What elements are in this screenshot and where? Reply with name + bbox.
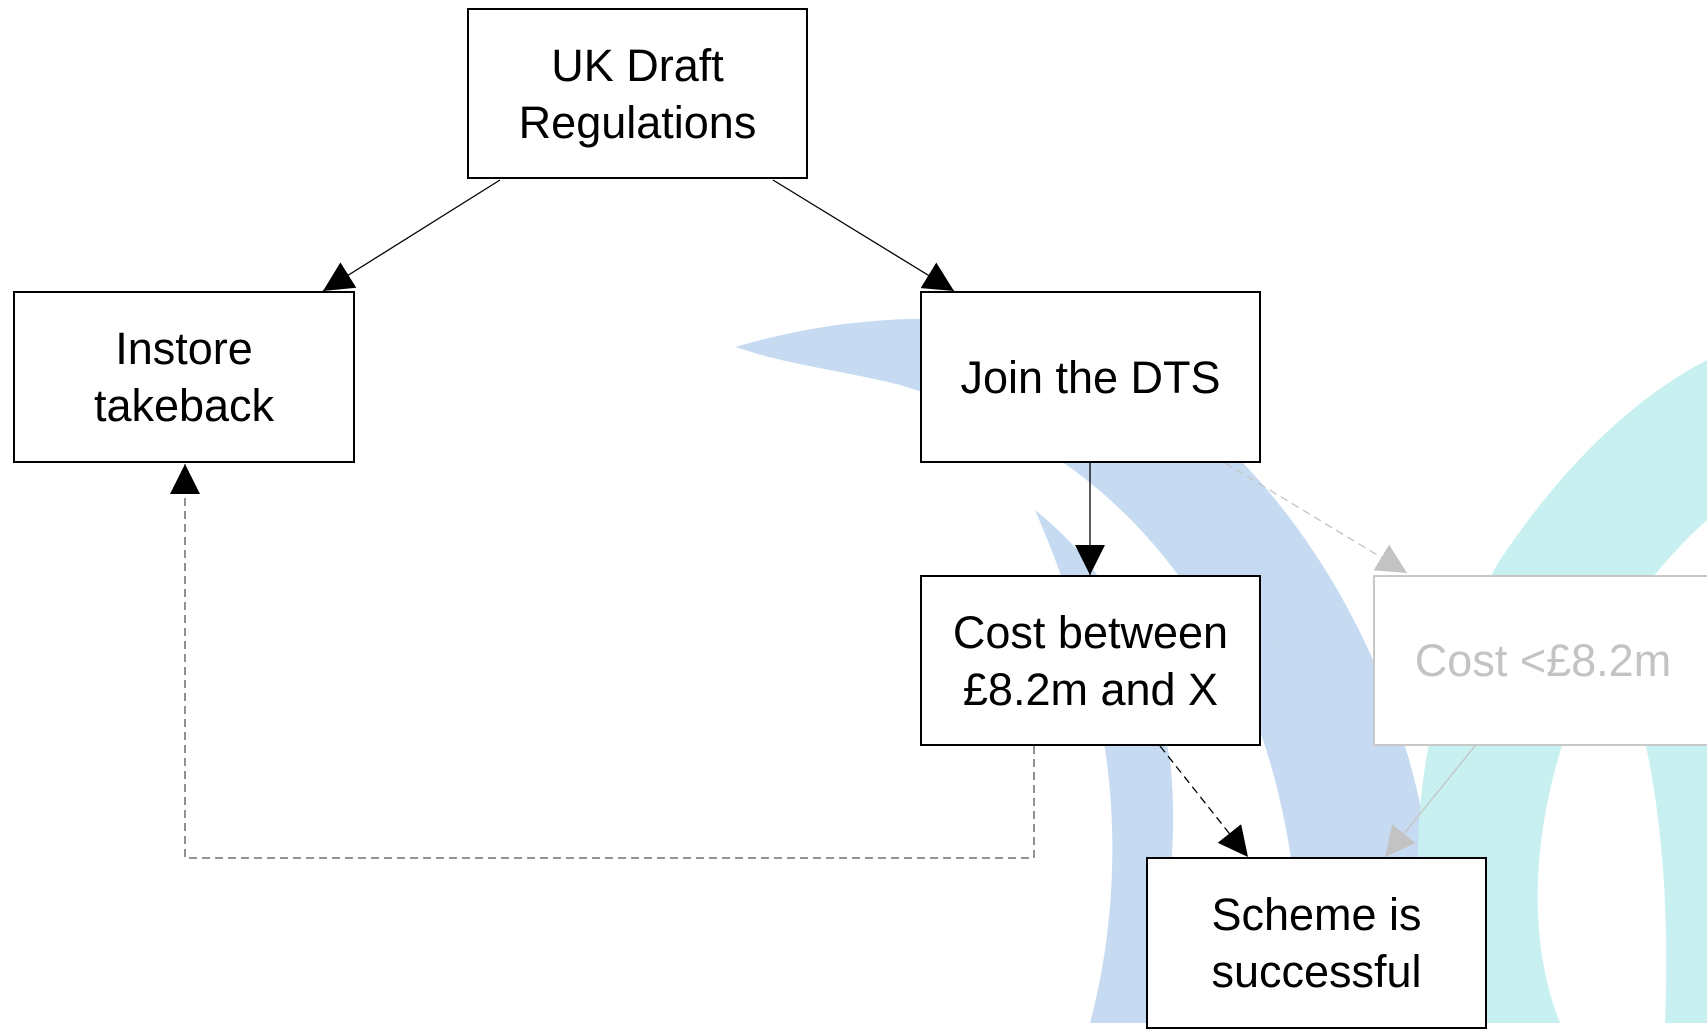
node-label: Join the DTS [960, 351, 1221, 403]
edge-regulations-to-instore [322, 179, 501, 292]
watermark-cyan-strip [1640, 700, 1707, 1023]
edge-cost-between-to-instore [170, 464, 1035, 859]
node-label: Instore takeback [93, 323, 275, 431]
edge-dts-to-cost-less [1224, 462, 1408, 574]
watermark-blue-swoosh [735, 319, 1449, 1023]
node-uk-draft-regulations: UK Draft Regulations [467, 8, 808, 179]
connectors [170, 179, 1476, 859]
node-join-the-dts: Join the DTS [920, 291, 1261, 463]
node-cost-less-than: Cost <£8.2m [1373, 575, 1707, 746]
node-instore-takeback: Instore takeback [13, 291, 355, 463]
node-label: UK Draft Regulations [518, 39, 757, 148]
node-cost-between: Cost between £8.2m and X [920, 575, 1261, 746]
node-label: Scheme is successful [1211, 889, 1422, 997]
node-label: Cost between £8.2m and X [952, 606, 1229, 715]
node-scheme-is-successful: Scheme is successful [1146, 857, 1487, 1029]
edge-regulations-to-dts [772, 179, 955, 292]
edge-cost-between-to-scheme [1159, 745, 1249, 858]
node-label: Cost <£8.2m [1414, 635, 1672, 686]
edge-cost-less-to-scheme [1384, 745, 1476, 858]
